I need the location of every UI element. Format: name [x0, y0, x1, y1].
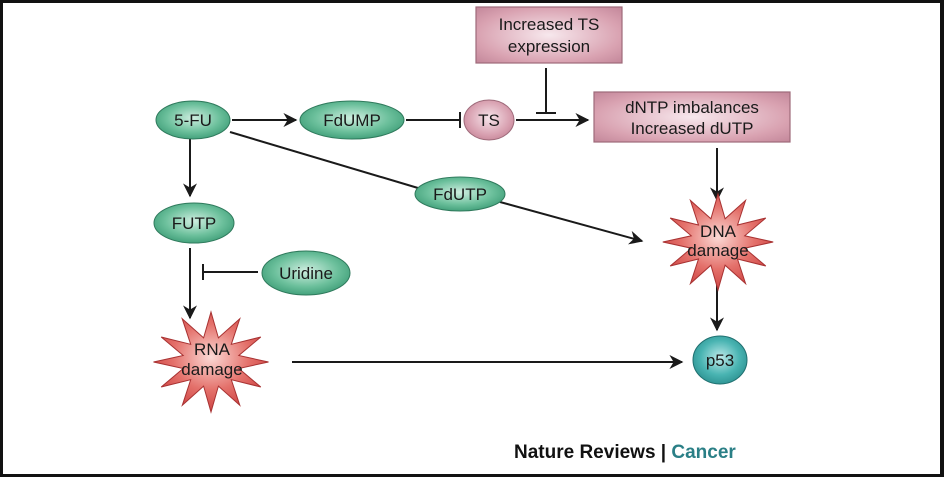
- dna-damage-label-line1: DNA: [700, 222, 737, 241]
- dntp-label-line2: Increased dUTP: [631, 119, 754, 138]
- node-p53-label: p53: [706, 351, 734, 370]
- node-5fu-label: 5-FU: [174, 111, 212, 130]
- edge-fdutp-dna: [499, 201, 644, 245]
- journal-name: Cancer: [671, 442, 736, 463]
- rna-damage-label-line2: damage: [181, 360, 242, 379]
- node-5fu: 5-FU: [155, 100, 231, 140]
- rna-damage-label-line1: RNA: [194, 340, 231, 359]
- node-fdump-label: FdUMP: [323, 111, 381, 130]
- edge-5fu-fdutp: [229, 131, 419, 189]
- dntp-label-line1: dNTP imbalances: [625, 98, 759, 117]
- node-fdutp: FdUTP: [414, 176, 506, 212]
- dna-damage-label-line2: damage: [687, 241, 748, 260]
- node-dna-damage: DNA damage: [662, 192, 774, 292]
- increased-ts-label-line1: Increased TS: [499, 15, 600, 34]
- node-ts-label: TS: [478, 111, 500, 130]
- node-futp: FUTP: [153, 202, 235, 244]
- node-ts: TS: [463, 99, 515, 141]
- node-rna-damage: RNA damage: [153, 310, 269, 414]
- node-fdump: FdUMP: [299, 100, 405, 140]
- node-futp-label: FUTP: [172, 214, 216, 233]
- dntp-imbalances-box: dNTP imbalances Increased dUTP: [593, 91, 791, 143]
- increased-ts-label-line2: expression: [508, 37, 590, 56]
- node-uridine-label: Uridine: [279, 264, 333, 283]
- node-uridine: Uridine: [261, 250, 351, 296]
- increased-ts-expression-box: Increased TS expression: [475, 6, 623, 64]
- journal-credit: Nature Reviews | Cancer: [514, 442, 736, 464]
- brand-name: Nature Reviews: [514, 442, 656, 463]
- credit-separator: |: [655, 442, 672, 463]
- node-fdutp-label: FdUTP: [433, 185, 487, 204]
- node-p53: p53: [692, 335, 748, 385]
